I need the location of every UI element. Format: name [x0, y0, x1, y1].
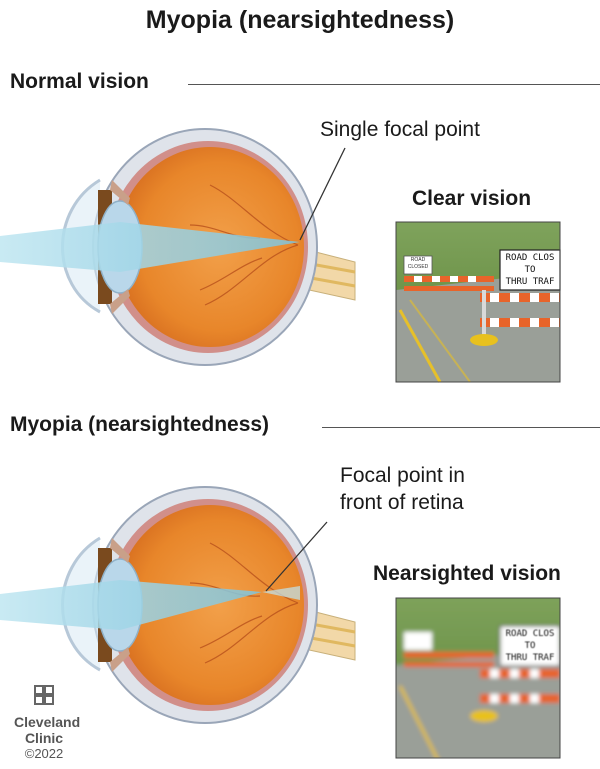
page-title: Myopia (nearsightedness) — [0, 6, 600, 35]
callout-line-1: Focal point in — [340, 462, 465, 489]
photo-nearsighted-vision — [390, 592, 566, 764]
callout-single-focal-point: Single focal point — [320, 116, 480, 143]
sign-line-2: TO — [500, 640, 560, 652]
sign-line-3: THRU TRAF — [500, 652, 560, 664]
sign-line-2: TO — [500, 264, 560, 276]
road-sign-blurred: ROAD CLOS TO THRU TRAF — [500, 628, 560, 664]
cleveland-clinic-cross-icon — [35, 686, 53, 704]
sign-line-1: ROAD CLOS — [500, 252, 560, 264]
label-nearsighted-vision: Nearsighted vision — [373, 562, 561, 586]
logo-name-line-2: Clinic — [14, 730, 74, 746]
logo-copyright: ©2022 — [14, 746, 74, 762]
cleveland-clinic-logo: Cleveland Clinic ©2022 — [14, 714, 74, 762]
logo-name-line-1: Cleveland — [14, 714, 74, 730]
small-sign-clear: ROAD CLOSED — [404, 257, 432, 271]
callout-line-2: front of retina — [340, 489, 465, 516]
section-divider-myopia — [322, 427, 600, 428]
section-heading-normal: Normal vision — [10, 70, 149, 94]
sign-line-3: THRU TRAF — [500, 276, 560, 288]
callout-focal-point-front-retina: Focal point in front of retina — [340, 462, 465, 516]
small-sign-line-1: ROAD — [404, 257, 432, 264]
eye-normal-vision — [0, 129, 355, 365]
sign-line-1: ROAD CLOS — [500, 628, 560, 640]
label-clear-vision: Clear vision — [412, 187, 531, 211]
section-divider-normal — [188, 84, 600, 85]
road-sign-clear: ROAD CLOS TO THRU TRAF — [500, 252, 560, 288]
section-heading-myopia: Myopia (nearsightedness) — [10, 413, 269, 437]
small-sign-line-2: CLOSED — [404, 264, 432, 271]
photo-clear-vision — [396, 222, 560, 382]
